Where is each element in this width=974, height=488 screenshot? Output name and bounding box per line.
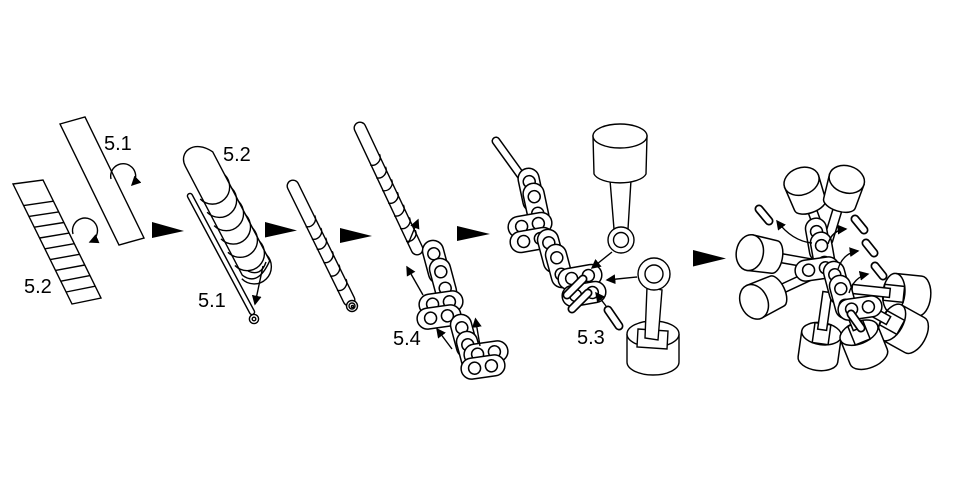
stage-3-rolled-rod bbox=[286, 179, 359, 313]
stage-1-flat-strips: 5.1 5.2 bbox=[11, 116, 145, 305]
rolled-sheet-tube bbox=[182, 145, 271, 280]
step-arrow-icon bbox=[265, 222, 297, 238]
sheet-curl-edge bbox=[247, 261, 267, 274]
pin-arrow-icons bbox=[776, 219, 870, 294]
label-rod-5-1: 5.1 bbox=[198, 290, 226, 312]
stage-6-final-assembly bbox=[732, 160, 935, 376]
chain-links bbox=[415, 237, 510, 382]
stage-2-roll-sheet-on-rod: 5.2 5.1 bbox=[182, 144, 273, 325]
insert-arrow-icon bbox=[605, 274, 638, 285]
insert-arrow-icon bbox=[251, 265, 264, 306]
piston-assembly-bottom bbox=[605, 257, 680, 376]
insert-arrow-icon bbox=[590, 251, 613, 269]
label-piston-5-3: 5.3 bbox=[577, 327, 605, 349]
insert-arrow-icon bbox=[595, 291, 607, 307]
label-strip-5-2: 5.2 bbox=[24, 276, 52, 298]
loose-pin bbox=[595, 291, 624, 331]
label-links-5-4: 5.4 bbox=[393, 328, 421, 350]
step-arrow-icon bbox=[693, 250, 726, 267]
step-arrow-icon bbox=[457, 226, 490, 241]
wrap-rings bbox=[305, 215, 348, 292]
step-arrow-icon bbox=[340, 228, 372, 243]
stage-4-attach-links: 5.4 bbox=[353, 121, 510, 382]
step-arrow-icon bbox=[152, 222, 184, 238]
insert-arrow-icons bbox=[406, 218, 482, 350]
lined-strip bbox=[11, 179, 103, 305]
sheet-coil-wraps bbox=[199, 174, 273, 285]
central-crank-chain bbox=[793, 215, 884, 333]
label-strip-5-1: 5.1 bbox=[104, 133, 132, 155]
label-sheet-5-2: 5.2 bbox=[223, 144, 251, 166]
crank-pins bbox=[562, 274, 593, 314]
stage-5-attach-pistons: 5.3 bbox=[491, 123, 680, 376]
loose-pins bbox=[754, 204, 888, 281]
rotate-arrow-icon bbox=[71, 217, 100, 244]
plain-strip bbox=[59, 116, 145, 246]
crank-chain bbox=[505, 165, 609, 309]
lined-strip-rungs bbox=[23, 200, 96, 293]
rod-tip bbox=[248, 313, 260, 325]
wrap-rings bbox=[370, 153, 417, 243]
rotate-arrow-icon bbox=[109, 162, 142, 187]
piston-assembly-top bbox=[590, 123, 648, 269]
